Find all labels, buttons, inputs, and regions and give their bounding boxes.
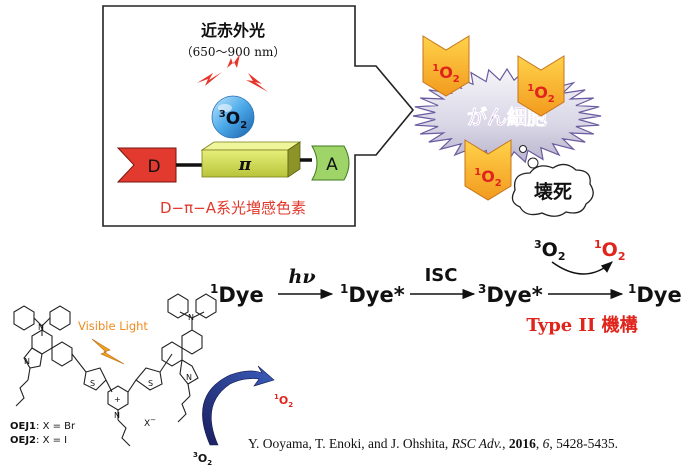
citation-journal: RSC Adv. — [451, 436, 503, 451]
right-thiophene — [135, 367, 163, 391]
ground-state-dye: 1Dye — [210, 282, 264, 307]
counter-anion: X− — [144, 416, 156, 429]
svg-text:1O2: 1O2 — [432, 63, 460, 85]
left-phenyl-b — [49, 305, 71, 331]
pyridinium-charge: + — [114, 395, 121, 404]
wavelength-range: （650～900 nm） — [181, 45, 286, 59]
left-carbazole-ring-b — [51, 341, 73, 367]
citation-authors: Y. Ooyama, T. Enoki, and J. Ohshita, — [248, 436, 452, 451]
triplet-oxygen: 3O2 — [534, 238, 565, 263]
right-carbazole-n: N — [186, 373, 192, 382]
necrosis-label: 壊死 — [534, 181, 572, 203]
type-ii-mechanism-label: Type II 機構 — [526, 314, 637, 336]
molecule-triplet-oxygen: 3O2 — [193, 451, 212, 467]
light-bolt-right-icon — [246, 73, 268, 92]
pi-bridge-side-face — [287, 141, 301, 178]
right-phenyl-a — [167, 293, 189, 319]
pi-label: π — [238, 155, 252, 175]
citation-volume: 6 — [542, 436, 550, 451]
nir-title: 近赤外光 — [201, 21, 265, 40]
citation-pages: , 5428-5435. — [549, 436, 618, 451]
left-carbazole-n: N — [24, 357, 30, 366]
left-phenyl-a — [13, 305, 35, 331]
sphere-highlight — [218, 104, 232, 112]
triplet-oxygen-label: 3O2 — [219, 109, 247, 131]
right-phenyl-b — [195, 293, 217, 319]
donor-label: D — [147, 157, 160, 177]
singlet-oxygen-chevron-1: 1O2 — [422, 35, 470, 97]
molecule-singlet-oxygen: 1O2 — [274, 393, 293, 409]
pi-bridge-front-face — [201, 149, 289, 178]
pyridinium-n: N — [114, 411, 120, 420]
cancer-cell-group: がん細胞 1O2 1O2 1O2 壊死 — [412, 35, 602, 217]
oxygen-activation-curved-arrow — [202, 365, 275, 446]
left-amine-n: N — [38, 323, 44, 332]
citation-year: 2016 — [508, 436, 536, 451]
light-bolt-center-icon — [227, 54, 240, 68]
oej2-label: OEJ2: X = I — [10, 435, 67, 446]
singlet-oxygen-chevron-3: 1O2 — [464, 139, 512, 201]
pyridinium-ring — [107, 385, 129, 411]
right-carbazole-ring-b — [181, 329, 203, 355]
left-thiophene-s: S — [90, 379, 95, 388]
reaction-scheme: 1Dye hν 1Dye* ISC 3Dye* 3O2 1O2 1Dye Typ… — [210, 238, 682, 336]
light-bolt-left-icon — [197, 72, 222, 86]
acceptor-label: A — [326, 155, 338, 175]
right-thiophene-s: S — [148, 379, 153, 388]
regenerated-dye: 1Dye — [628, 282, 682, 307]
left-thiophene — [83, 367, 107, 391]
molecule-atom-labels: N N S N + S N N X− — [24, 313, 194, 429]
triplet-excited-dye: 3Dye* — [478, 282, 543, 307]
acceptor-block — [311, 145, 350, 181]
oxygen-conversion-curve — [551, 261, 613, 275]
dye-caption: D−π−A系光増感色素 — [160, 199, 306, 217]
thought-bubble-small — [519, 145, 527, 153]
thought-bubble-medium — [527, 157, 539, 169]
necrosis-cloud — [511, 163, 594, 217]
hv-label: hν — [289, 266, 316, 288]
oej1-label: OEJ1: X = Br — [10, 421, 76, 432]
oej-molecule-structure — [13, 293, 217, 447]
visible-light-bolt-icon — [91, 338, 125, 365]
svg-text:1O2: 1O2 — [474, 167, 502, 189]
right-amine-n: N — [188, 313, 194, 322]
singlet-excited-dye: 1Dye* — [340, 282, 405, 307]
citation-sep-2: , — [535, 436, 543, 451]
svg-text:1O2: 1O2 — [527, 83, 555, 105]
citation-sep-1: , — [502, 436, 509, 451]
donor-block — [116, 147, 177, 183]
isc-label: ISC — [425, 265, 458, 286]
visible-light-label: Visible Light — [78, 319, 148, 333]
singlet-oxygen-chevron-2: 1O2 — [517, 55, 565, 117]
citation: Y. Ooyama, T. Enoki, and J. Ohshita, RSC… — [248, 436, 618, 452]
photosensitizer-panel: 近赤外光 （650～900 nm） 3O2 D π A D−π−A系光増感色素 — [102, 5, 415, 227]
singlet-oxygen: 1O2 — [594, 238, 625, 263]
pi-bridge-top-face — [200, 141, 302, 151]
